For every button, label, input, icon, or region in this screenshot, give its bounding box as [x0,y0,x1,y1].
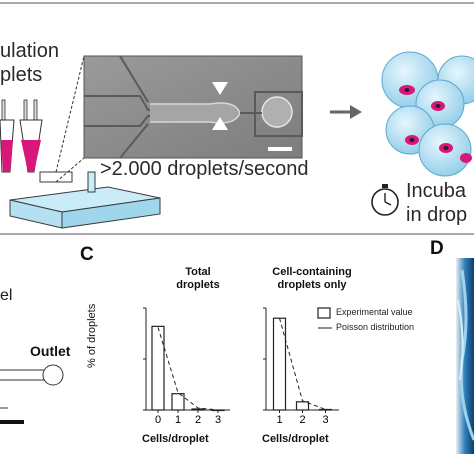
chart1-bar-0 [151,325,165,411]
chart1-bar-2 [191,408,205,411]
zoom-line-upper [55,55,85,173]
chart2-bar-2 [295,401,310,411]
chip-outlet-tube [87,171,96,193]
arrowhead-up-icon [212,117,228,130]
throughput-label: >2.000 droplets/second [100,158,309,180]
incubation-label-line1: Incuba [406,180,467,202]
encapsulation-label-line1: ulation [0,40,59,62]
chart2-poisson-line [279,318,326,410]
chart2-title: Cell-containing droplets only [256,266,368,292]
micrograph-image [83,55,303,159]
chart1-ylabel: % of droplets [86,303,98,368]
chart2-title-line1: Cell-containing [272,266,352,278]
chart1-tick-label-3: 3 [215,414,221,426]
scale-bar [0,420,24,424]
microfluidic-chip [9,171,161,229]
chart1-poisson-line [157,327,219,411]
chip-side-face [9,199,63,229]
stopwatch-icon [371,184,399,216]
chart1-xlabel: Cells/droplet [142,433,209,445]
chart2-tick-label-1: 1 [276,414,282,426]
syringe-left [0,99,15,173]
chart1-title-line2: droplets [176,279,220,291]
chip-channel-outline [39,171,73,183]
panel-d-image [456,258,474,454]
chart1-title-line1: Total [185,266,211,278]
channel-label-fragment: el [0,287,13,304]
cell [460,153,472,163]
chart1-tick-label-2: 2 [195,414,201,426]
panel-letter-d: D [430,238,444,259]
legend-poisson-label: Poisson distribution [336,322,415,332]
chart1-tick-label-0: 0 [155,414,161,426]
chart2-tick-label-3: 3 [322,414,328,426]
magenta-fluid [21,140,41,172]
incubation-label-line2: in drop [406,204,468,226]
arrowhead-down-icon [212,82,228,95]
chart1-tick-label-1: 1 [175,414,181,426]
syringe-right [19,99,43,173]
panel-letter-c: C [80,244,94,265]
scale-bar [268,147,292,151]
chart2-tick-label-2: 2 [299,414,305,426]
outlet-label: Outlet [30,343,71,359]
chart2-xlabel: Cells/droplet [262,433,329,445]
chart-total-droplets: 0 1 2 3 [143,307,230,426]
outlet-channel-drawing [0,364,64,386]
zoom-line-lower [55,157,85,183]
magenta-fluid [1,140,13,172]
legend-experimental-label: Experimental value [336,307,413,317]
chart-cell-containing-droplets: 1 2 3 [263,307,339,426]
legend-box-symbol [317,307,331,319]
right-arrow-icon [330,105,362,119]
chart2-title-line2: droplets only [277,279,347,291]
droplet-cluster [381,51,474,177]
chart1-title: Total droplets [148,266,248,292]
encapsulation-label-line2: plets [0,64,43,86]
chart2-bar-3 [318,408,333,411]
